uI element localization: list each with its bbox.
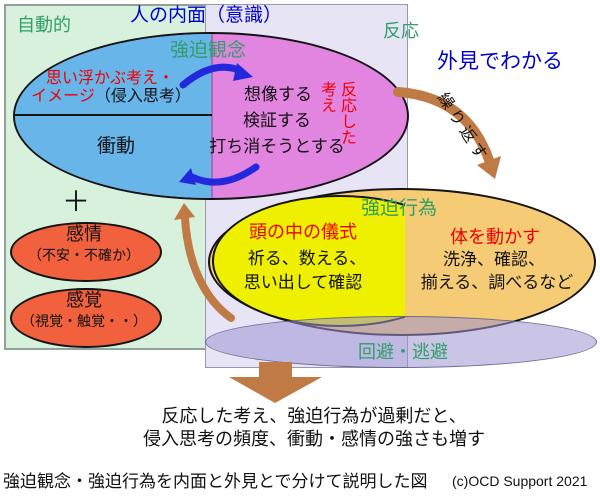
automatic-label: 自動的 (17, 15, 71, 35)
mental-ritual-line1: 祈る、数える、 (247, 249, 367, 268)
verify-label: 検証する (243, 111, 311, 130)
obsession-ellipse (13, 32, 409, 200)
obsession-label: 強迫観念 (169, 40, 247, 61)
summary-line1: 反応した考え、強迫行為が過剰だと、 (161, 406, 467, 426)
inner-outer-split-line (211, 34, 213, 198)
avoidance-label: 回避・逃避 (358, 342, 448, 362)
thought-urge-divider-line (15, 114, 212, 116)
compulsion-label: 強迫行為 (360, 198, 438, 219)
obsession-blue-half (15, 34, 211, 198)
figure-caption: 強迫観念・強迫行為を内面と外見とで分けて説明した図 (3, 472, 428, 491)
body-compulsion-line2: 揃える、調べるなど (420, 273, 574, 292)
emotion-title: 感情 (66, 224, 102, 244)
imagine-label: 想像する (244, 85, 312, 104)
intrusive-paren: （侵入思考） (94, 88, 191, 105)
repeat-label: 繰り返す (433, 90, 492, 167)
intrusive-thought-line1: 思い浮かぶ考え・ (45, 70, 175, 87)
body-compulsion-line1: 洗浄、確認、 (443, 250, 545, 269)
sense-title: 感覚 (66, 290, 102, 310)
summary-line2: 侵入思考の頻度、衝動・感情の強さも増す (143, 429, 485, 449)
summary-down-arrow (229, 362, 322, 403)
outside-title: 外見でわかる (437, 50, 563, 73)
sense-ellipse (10, 288, 162, 348)
intrusive-thought-line2: イメージ（侵入思考） (31, 88, 191, 106)
mental-ritual-title: 頭の中の儀式 (249, 222, 357, 242)
urge-label: 衝動 (96, 136, 136, 157)
inner-region-title: 人の内面（意識） (129, 5, 283, 26)
intrusive-word: イメージ (31, 88, 95, 105)
reacted-thought-vertical: 反応した考え (318, 81, 355, 145)
body-compulsion-title: 体を動かす (450, 227, 540, 247)
avoidance-ellipse (205, 316, 597, 368)
emotion-ellipse (10, 222, 162, 282)
emotion-detail: （不安・不確か） (28, 247, 140, 263)
cancel-label: 打ち消そうとする (209, 137, 345, 156)
mental-ritual-line2: 思い出して確認 (243, 273, 363, 292)
sense-detail: （視覚・触覚・・） (21, 313, 147, 329)
reaction-label: 反応 (383, 21, 419, 41)
copyright: (c)OCD Support 2021 (452, 473, 588, 489)
plus-sign: ＋ (62, 186, 91, 217)
